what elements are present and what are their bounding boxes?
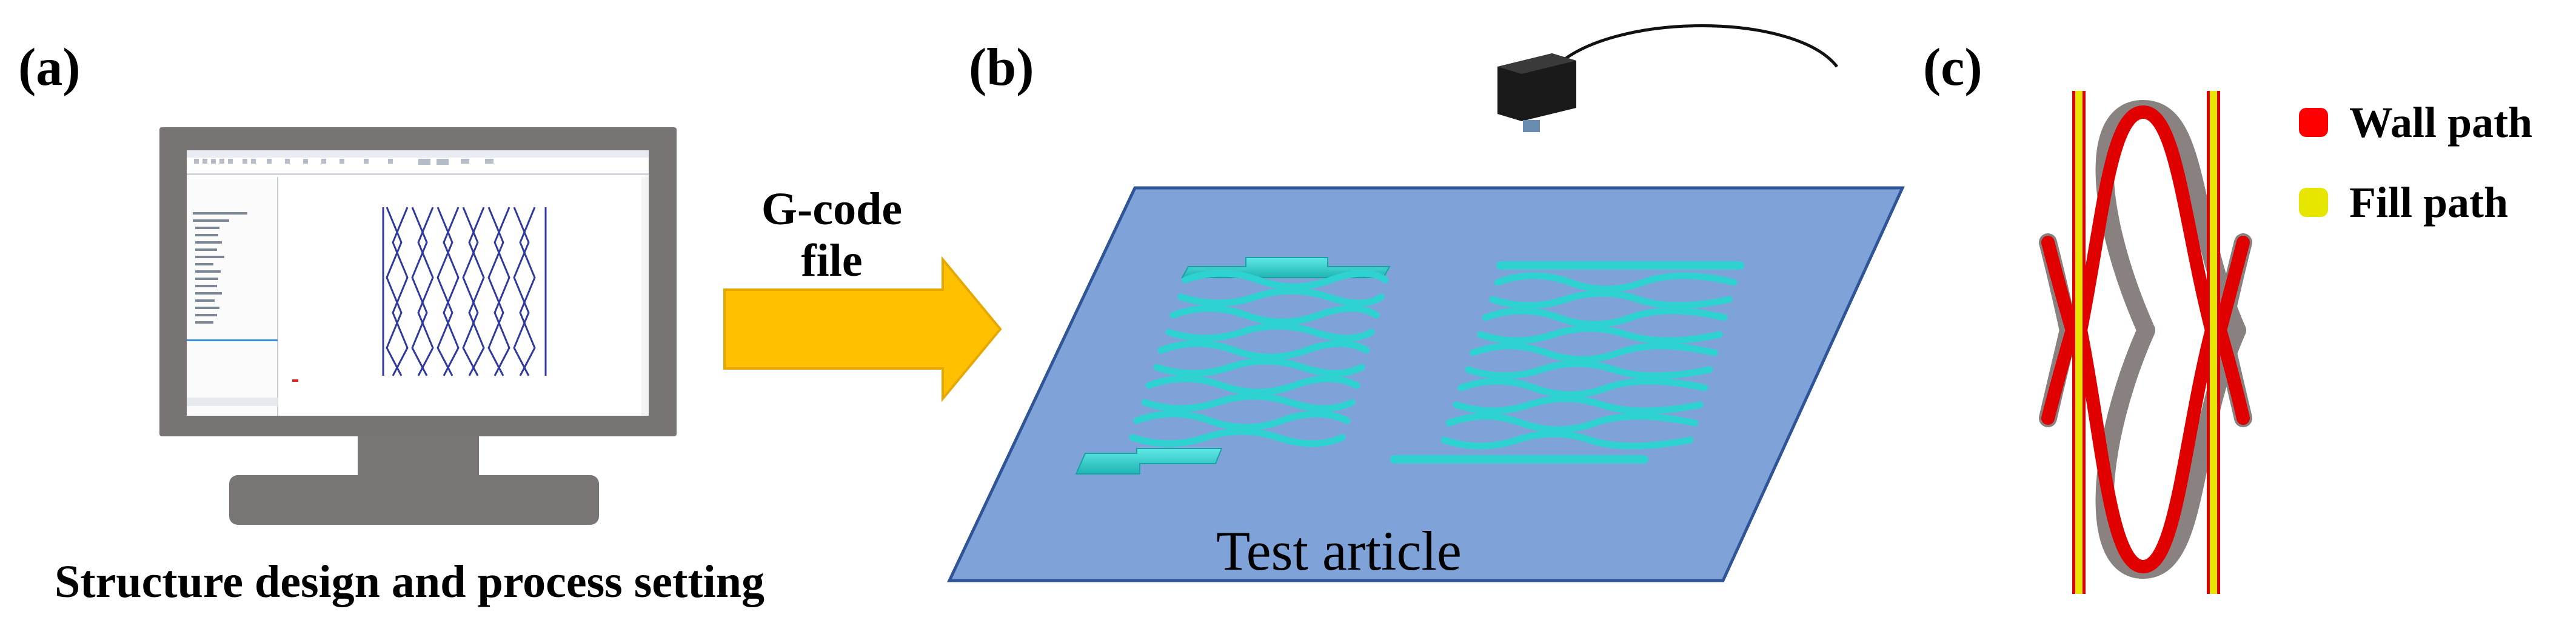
legend-swatch-wall bbox=[2299, 108, 2328, 137]
legend-swatch-fill bbox=[2299, 188, 2328, 217]
legend-label-wall: Wall path bbox=[2349, 98, 2532, 147]
legend-label-fill: Fill path bbox=[2349, 178, 2508, 227]
panel-a-label: (a) bbox=[18, 38, 81, 97]
build-plate bbox=[947, 186, 1905, 582]
arrow-icon bbox=[723, 256, 1002, 402]
panel-b: (b) bbox=[947, 24, 1905, 582]
monitor-icon bbox=[159, 127, 677, 525]
fill-path-lines bbox=[2072, 91, 2220, 594]
legend: Wall path Fill path bbox=[2299, 98, 2532, 227]
specimen-2-lattice bbox=[1390, 261, 1744, 464]
panel-a-caption: Structure design and process setting bbox=[55, 556, 764, 607]
plate-label: Test article bbox=[1216, 520, 1462, 582]
panel-a: (a) bbox=[18, 38, 764, 607]
print-head-icon bbox=[1497, 24, 1838, 132]
panel-c-label: (c) bbox=[1923, 38, 1982, 97]
gcode-arrow: G-code file bbox=[723, 184, 1002, 402]
toolpath-diagram bbox=[2039, 91, 2252, 594]
arrow-label-line1: G-code bbox=[761, 184, 902, 235]
panel-b-label: (b) bbox=[969, 38, 1034, 97]
arrow-label-line2: file bbox=[801, 235, 862, 286]
specimen-1-lattice bbox=[1129, 270, 1389, 447]
panel-c: (c) bbox=[1923, 38, 2532, 594]
